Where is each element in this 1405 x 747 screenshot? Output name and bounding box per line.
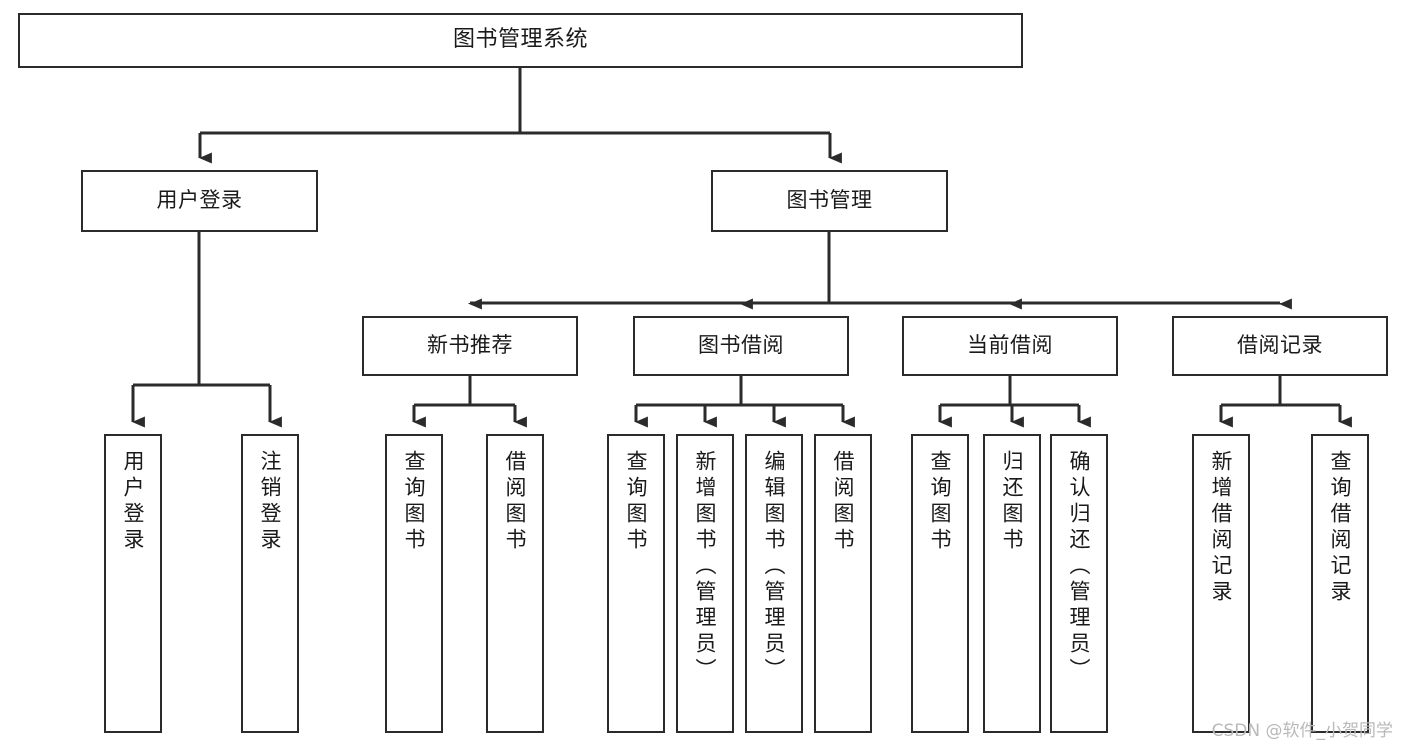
leaf-borrow-borrow-book[interactable]: 借阅图书 xyxy=(814,434,872,733)
leaf-user-logout[interactable]: 注销登录 xyxy=(241,434,299,733)
node-label: 图书管理系统 xyxy=(452,27,588,53)
node-label: 查询借阅记录 xyxy=(1328,450,1353,606)
node-label: 注销登录 xyxy=(258,450,283,554)
node-label: 确认归还（管理员） xyxy=(1067,450,1092,684)
node-current-borrow[interactable]: 当前借阅 xyxy=(902,316,1118,376)
edge-group-record xyxy=(1219,376,1352,428)
leaf-user-login[interactable]: 用户登录 xyxy=(104,434,162,733)
leaf-record-query[interactable]: 查询借阅记录 xyxy=(1311,434,1369,733)
node-label: 新增借阅记录 xyxy=(1209,450,1234,606)
leaf-record-add[interactable]: 新增借阅记录 xyxy=(1192,434,1250,733)
watermark: CSDN @软件_小贺同学 xyxy=(1211,721,1393,741)
node-label: 借阅图书 xyxy=(503,450,528,554)
leaf-borrow-add-book[interactable]: 新增图书（管理员） xyxy=(676,434,734,733)
leaf-new-query-book[interactable]: 查询图书 xyxy=(385,434,443,733)
leaf-borrow-edit-book[interactable]: 编辑图书（管理员） xyxy=(745,434,803,733)
node-label: 编辑图书（管理员） xyxy=(762,450,787,684)
node-root-system[interactable]: 图书管理系统 xyxy=(18,13,1023,68)
edge-group-current xyxy=(938,376,1091,428)
node-label: 用户登录 xyxy=(121,450,146,554)
node-label: 查询图书 xyxy=(624,450,649,554)
node-label: 归还图书 xyxy=(1000,450,1025,554)
node-label: 借阅图书 xyxy=(831,450,856,554)
edge-group-borrow xyxy=(634,376,855,428)
leaf-borrow-query-book[interactable]: 查询图书 xyxy=(607,434,665,733)
node-label: 查询图书 xyxy=(928,450,953,554)
leaf-new-borrow-book[interactable]: 借阅图书 xyxy=(486,434,544,733)
edge-group-book-manage xyxy=(468,232,1292,310)
edge-group-user-login xyxy=(131,232,282,428)
node-label: 查询图书 xyxy=(402,450,427,554)
node-book-management[interactable]: 图书管理 xyxy=(711,170,948,232)
node-label: 图书借阅 xyxy=(698,333,784,358)
edge-group-root xyxy=(198,68,842,164)
node-new-book-recommend[interactable]: 新书推荐 xyxy=(362,316,578,376)
node-label: 图书管理 xyxy=(786,188,873,213)
node-book-borrow[interactable]: 图书借阅 xyxy=(633,316,849,376)
leaf-current-confirm-return[interactable]: 确认归还（管理员） xyxy=(1050,434,1108,733)
node-label: 当前借阅 xyxy=(967,333,1053,358)
node-label: 新书推荐 xyxy=(427,333,513,358)
node-label: 用户登录 xyxy=(156,188,243,213)
node-label: 新增图书（管理员） xyxy=(693,450,718,684)
node-user-login[interactable]: 用户登录 xyxy=(81,170,318,232)
node-label: 借阅记录 xyxy=(1237,333,1323,358)
leaf-current-query-book[interactable]: 查询图书 xyxy=(911,434,969,733)
leaf-current-return-book[interactable]: 归还图书 xyxy=(983,434,1041,733)
node-borrow-record[interactable]: 借阅记录 xyxy=(1172,316,1388,376)
edge-group-new-books xyxy=(412,376,527,428)
